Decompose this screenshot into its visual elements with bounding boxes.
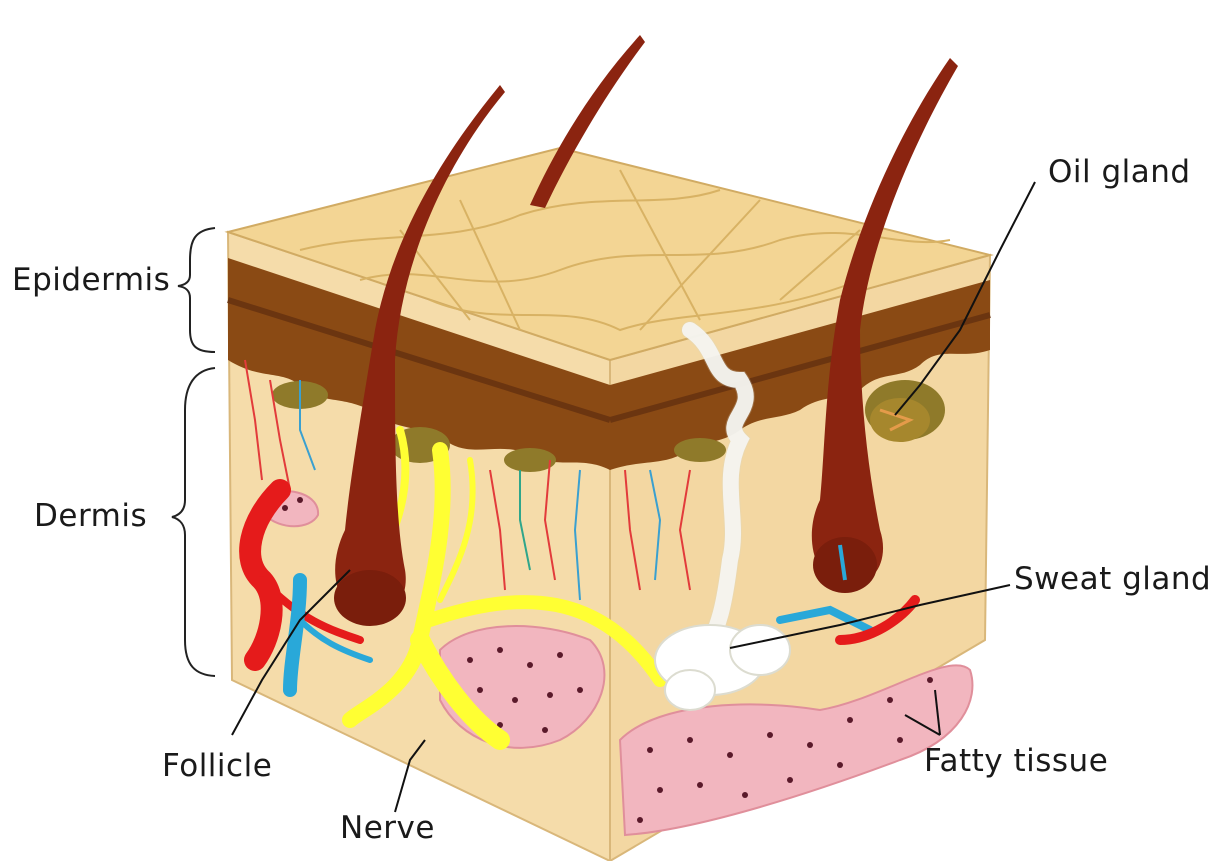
dermis-label: Dermis <box>34 498 147 534</box>
oil-gland <box>870 398 930 442</box>
dermis-brace <box>172 368 215 676</box>
brace-lines <box>172 228 215 676</box>
epidermis-brace <box>178 228 215 352</box>
nerve-label: Nerve <box>340 810 435 846</box>
sweat-gland-label: Sweat gland <box>1014 561 1211 597</box>
epidermis-label: Epidermis <box>12 262 170 298</box>
oil-gland-label: Oil gland <box>1048 154 1191 190</box>
fatty-tissue-label: Fatty tissue <box>924 743 1108 779</box>
follicle-label: Follicle <box>162 748 272 784</box>
